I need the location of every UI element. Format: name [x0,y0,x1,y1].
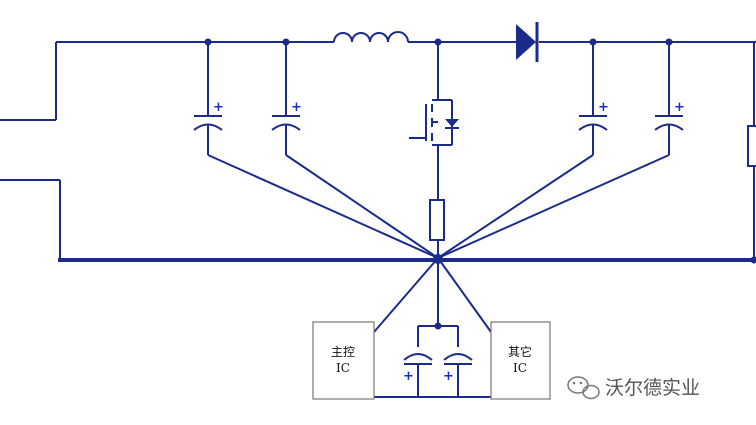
output-capacitor-1 [578,42,608,155]
other-ic-box: 其它 IC [490,321,551,400]
sense-resistor [429,199,445,241]
cap-plus-sign: + [213,100,224,115]
cap-plus-sign: + [674,100,685,115]
watermark: 沃尔德实业 [567,376,700,400]
input-capacitor-2 [271,42,301,155]
cap-plus-sign: + [598,100,609,115]
input-connection [0,42,61,260]
mosfet-switch [409,42,459,200]
load-resistor [747,125,756,167]
star-ground-lines [207,154,670,259]
cap-plus-sign: + [291,100,302,115]
decoupling-capacitor-2 [443,353,473,397]
decoupling-capacitor-1 [403,353,433,397]
diode-symbol [516,22,539,62]
other-ic-label-line2: IC [513,361,527,375]
inductor-symbol [333,31,409,43]
wechat-icon [567,376,600,400]
watermark-text: 沃尔德实业 [605,377,700,399]
input-capacitor-1 [193,42,223,155]
other-ic-label-line1: 其它 [508,344,532,359]
junction-nodes [204,38,756,330]
main-ic-label-line1: 主控 [331,345,355,359]
main-ic-box: 主控 IC [312,321,375,400]
main-ic-label-line2: IC [336,361,350,375]
output-capacitor-2 [654,42,684,155]
cap-plus-sign: + [403,369,414,384]
ic-ground-connections [373,257,492,347]
cap-plus-sign: + [443,369,454,384]
